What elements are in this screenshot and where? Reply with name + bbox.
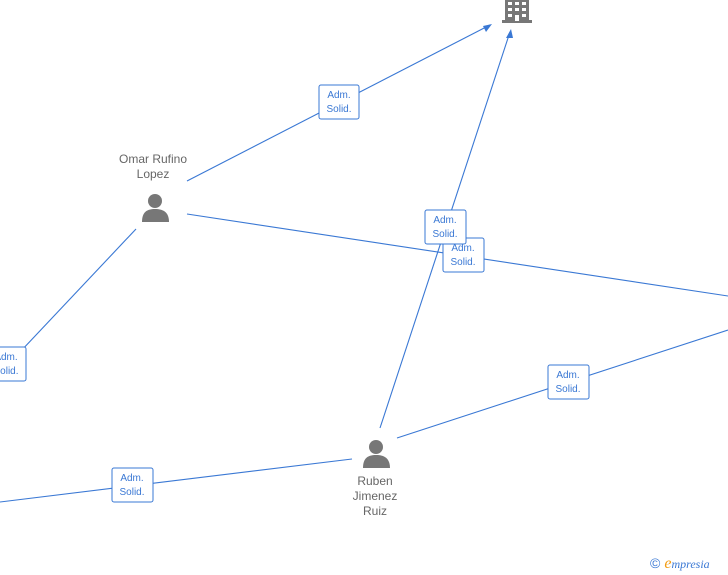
edge-label-text: Adm. (451, 243, 474, 254)
brand-name: mpresia (671, 557, 710, 571)
brand-watermark: ©empresia (650, 555, 710, 573)
edge-label-text: Adm. (0, 352, 18, 363)
edge-label-ruben-left[interactable]: Adm. Solid. (111, 467, 154, 503)
arrowhead-ruben-company (506, 29, 513, 38)
edge-label-text: Adm. (327, 90, 350, 101)
building-icon[interactable] (502, 0, 532, 23)
edge-label-text: Solid. (432, 229, 457, 240)
edge-label-text: Solid. (555, 384, 580, 395)
edge-label-omar-company[interactable]: Adm. Solid. (318, 84, 360, 120)
edge-label-text: Adm. (120, 473, 143, 484)
arrowhead-omar-company (483, 24, 492, 32)
person-name-line: Jimenez (352, 489, 398, 503)
edge-label-text: Solid. (326, 104, 351, 115)
copyright-symbol: © (650, 555, 661, 571)
edge-label-omar-left[interactable]: Adm. Solid. (0, 346, 27, 382)
person-icon[interactable] (142, 194, 169, 222)
edge-label-text: Solid. (450, 257, 475, 268)
edge-label-text: Solid. (0, 366, 19, 377)
edge-omar-left (19, 228, 137, 353)
person-name-line: Lopez (136, 167, 170, 181)
edge-label-ruben-company[interactable]: Adm. Solid. (424, 209, 467, 245)
person-name-line: Ruiz (362, 504, 387, 518)
person-icon[interactable] (363, 440, 390, 468)
person-name-line: Omar Rufino (118, 152, 188, 166)
edge-label-ruben-right[interactable]: Adm. Solid. (547, 364, 590, 400)
brand-initial: e (664, 555, 672, 572)
person-name-line: Ruben (357, 474, 393, 488)
edge-label-text: Solid. (119, 487, 144, 498)
person-name-omar[interactable]: Omar Rufino Lopez (103, 152, 203, 182)
edge-ruben-left (0, 458, 353, 503)
person-name-ruben[interactable]: Ruben Jimenez Ruiz (325, 474, 425, 519)
edge-label-text: Adm. (433, 215, 456, 226)
edge-label-text: Adm. (556, 370, 579, 381)
